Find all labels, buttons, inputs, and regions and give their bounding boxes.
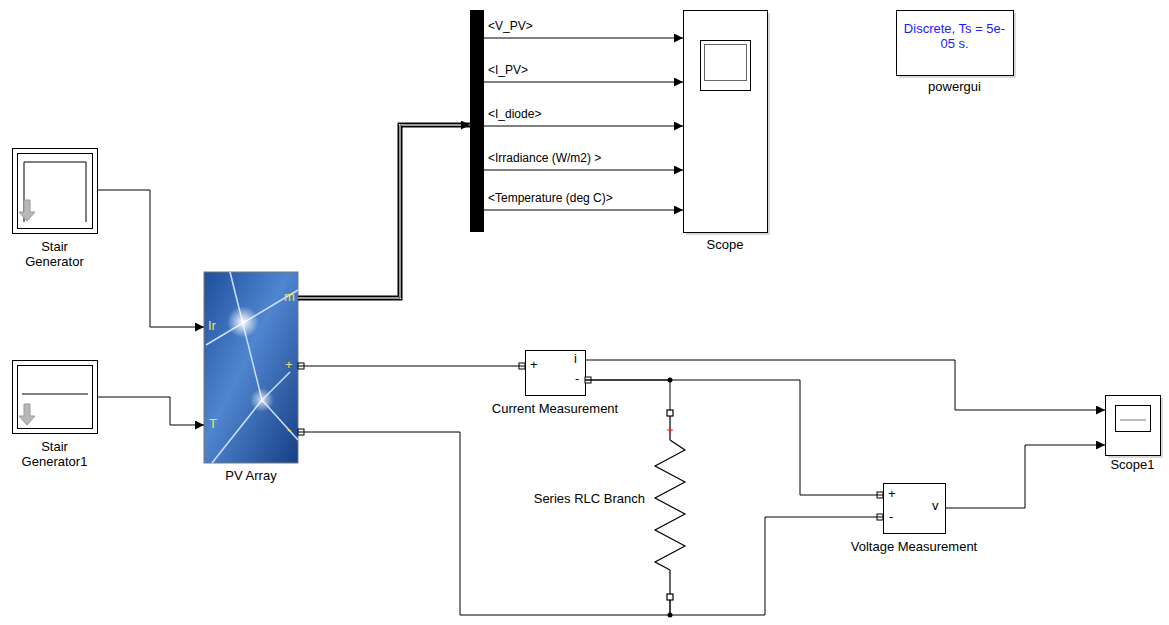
- bus-center-line: [298, 125, 470, 298]
- stair-generator-icon: [13, 149, 98, 234]
- signal-name: <I_PV>: [488, 64, 528, 78]
- voltage-measurement-block: +-vVoltage Measurement: [883, 483, 945, 533]
- connector-path: [484, 126, 683, 127]
- signal-line: [97, 397, 204, 425]
- block-name: Series RLC Branch: [505, 492, 645, 507]
- block-name: PV Array: [194, 469, 308, 484]
- block-name: Scope: [675, 238, 775, 253]
- signal-line: [484, 38, 683, 39]
- block-name: Current Measurement: [470, 402, 640, 417]
- signal-line: [484, 210, 683, 211]
- scope-icon: [684, 11, 771, 236]
- series-rlc-branch: Series RLC Branch: [655, 410, 685, 600]
- stair-generator-icon: [13, 361, 98, 434]
- signal-line: [585, 360, 1105, 410]
- connector-path: [97, 190, 204, 327]
- scope-block: Scope: [683, 10, 767, 232]
- port-terminals: [298, 363, 883, 520]
- port-label: +: [888, 487, 896, 502]
- pv-array-block: IrTm+-PV Array: [204, 272, 298, 463]
- voltage-measurement-icon: [884, 484, 946, 534]
- connector-path: [585, 360, 1105, 410]
- connector-path: [298, 125, 470, 298]
- connector-path: [484, 210, 683, 211]
- connector-path: [484, 170, 683, 171]
- connector-path: [585, 380, 883, 495]
- port-label: i: [574, 352, 577, 367]
- signal-name: <V_PV>: [488, 20, 533, 34]
- signal-name: <I_diode>: [488, 108, 541, 122]
- connector-path: [484, 82, 683, 83]
- signal-line: [484, 82, 683, 83]
- scope-block: Scope1: [1105, 395, 1160, 455]
- port-label: -: [575, 372, 579, 387]
- connector-path: [484, 38, 683, 39]
- connector-path: [670, 517, 883, 615]
- signal-name: <Irradiance (W/m2) >: [488, 152, 601, 166]
- electrical-wire: [585, 380, 883, 495]
- signal-line: [484, 126, 683, 127]
- signal-line: [97, 190, 204, 327]
- electrical-wire: [298, 432, 670, 615]
- connector-path: [97, 397, 204, 425]
- port-label: -: [889, 510, 893, 525]
- powergui-icon: [897, 11, 1017, 79]
- connector-path: [298, 432, 670, 615]
- current-measurement-icon: [526, 351, 586, 396]
- bus-inner-line: [298, 125, 470, 298]
- source-block: Stair Generator1: [12, 360, 97, 433]
- powergui-block: Discrete, Ts = 5e-05 s.powergui: [896, 10, 1013, 75]
- port-label: v: [932, 499, 939, 514]
- solver-setting: Discrete, Ts = 5e-05 s.: [902, 22, 1007, 52]
- electrical-wire: [670, 517, 883, 615]
- block-name: Voltage Measurement: [828, 540, 1000, 555]
- pv-array-icon: [204, 272, 298, 463]
- resistor-symbol: [655, 410, 685, 600]
- block-name: Stair Generator1: [12, 440, 97, 470]
- connector-path: [298, 366, 525, 367]
- bus-signal-line: [298, 125, 470, 298]
- block-name: Scope1: [1095, 458, 1169, 473]
- scope-icon: [1106, 396, 1164, 459]
- bus-selector: <V_PV><I_PV><I_diode><Irradiance (W/m2) …: [470, 10, 484, 232]
- connector-path: [945, 445, 1105, 508]
- signal-line: [484, 170, 683, 171]
- block-name: Stair Generator: [17, 240, 92, 270]
- port-label: -: [287, 423, 291, 438]
- port-label: m: [284, 290, 295, 305]
- current-measurement-block: +i-Current Measurement: [525, 350, 585, 395]
- port-label: T: [209, 417, 217, 432]
- port-label: +: [530, 358, 538, 373]
- signal-name: <Temperature (deg C)>: [488, 192, 613, 206]
- port-label: +: [285, 358, 293, 373]
- port-label: Ir: [208, 319, 216, 334]
- electrical-wire: [298, 366, 525, 367]
- bus-selector-bar: [470, 10, 484, 232]
- source-block: Stair Generator: [12, 148, 97, 233]
- signal-line: [945, 445, 1105, 508]
- block-name: powergui: [896, 80, 1013, 95]
